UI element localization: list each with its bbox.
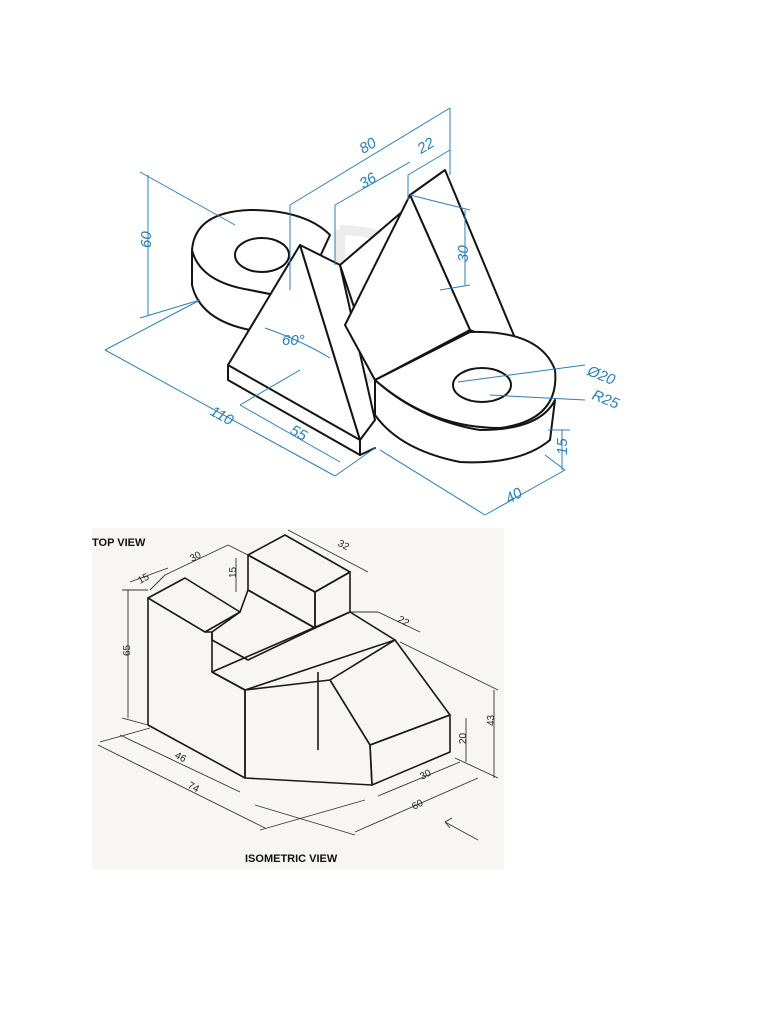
right-rib-front xyxy=(344,194,471,381)
right-hole xyxy=(452,367,512,403)
dim2-74: 74 xyxy=(186,780,201,795)
scan-background xyxy=(92,528,504,870)
dim2-65: 65 xyxy=(122,644,133,656)
dim2-32: 32 xyxy=(336,538,351,553)
dim-15: 15 xyxy=(554,438,571,455)
dimensions-2: 30 32 15 15 65 22 43 20 30 60 46 74 xyxy=(97,529,499,841)
dim-diameter-20: Ø20 xyxy=(584,362,618,389)
caption-top-view: TOP VIEW xyxy=(92,537,146,549)
caption-isometric-view: ISOMETRIC VIEW xyxy=(245,853,338,865)
dim2-60: 60 xyxy=(410,798,425,813)
object-outline-2 xyxy=(147,534,451,786)
dim-30: 30 xyxy=(455,245,472,262)
dim-40: 40 xyxy=(502,484,526,508)
dim2-30-bottom: 30 xyxy=(418,768,433,783)
dim2-22: 22 xyxy=(396,614,411,629)
dim-55: 55 xyxy=(287,422,310,445)
dim-110: 110 xyxy=(207,403,237,430)
dim-22: 22 xyxy=(414,134,438,158)
dim-36: 36 xyxy=(356,169,380,193)
dim-80: 80 xyxy=(356,134,380,158)
left-rib-side xyxy=(299,244,376,441)
isometric-drawing-1: 80 22 36 30 60 60° 110 55 40 15 xyxy=(104,107,622,516)
left-hole xyxy=(234,237,290,273)
dim2-43: 43 xyxy=(486,714,497,726)
dim2-15-vertical: 15 xyxy=(228,566,239,578)
dim2-15-left: 15 xyxy=(136,572,151,587)
dim2-20: 20 xyxy=(458,732,469,744)
base-front-edge xyxy=(227,364,376,456)
dim-60: 60 xyxy=(138,231,155,248)
right-boss-side xyxy=(374,379,556,464)
dim-radius-25: R25 xyxy=(590,387,622,413)
dim-60-degree: 60° xyxy=(282,332,305,349)
object-outline-1 xyxy=(191,169,557,464)
dim2-46: 46 xyxy=(173,750,188,765)
dim2-30-top: 30 xyxy=(188,550,203,565)
